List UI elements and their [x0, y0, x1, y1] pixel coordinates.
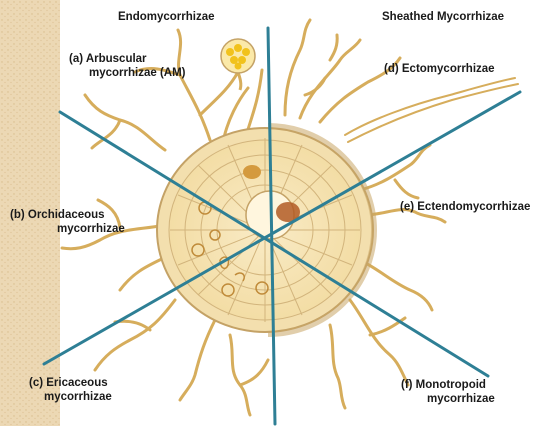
label-a-line1: (a) Arbuscular: [69, 52, 186, 66]
header-endomycorrhizae: Endomycorrhizae: [118, 10, 215, 24]
label-c-line1: (c) Ericaceous: [29, 376, 112, 390]
label-f-monotropoid: (f) Monotropoid mycorrhizae: [401, 378, 495, 406]
label-f-line2: mycorrhizae: [401, 392, 495, 406]
label-b-line1: (b) Orchidaceous: [10, 208, 125, 222]
header-sheathed-mycorrhizae: Sheathed Mycorrhizae: [382, 10, 504, 24]
label-a-line2: mycorrhizae (AM): [69, 66, 186, 80]
label-c-line2: mycorrhizae: [29, 390, 112, 404]
label-e-ectendomycorrhizae: (e) Ectendomycorrhizae: [400, 200, 530, 214]
label-f-line1: (f) Monotropoid: [401, 378, 495, 392]
label-b-line2: mycorrhizae: [10, 222, 125, 236]
label-a-arbuscular: (a) Arbuscular mycorrhizae (AM): [69, 52, 186, 80]
label-c-ericaceous: (c) Ericaceous mycorrhizae: [29, 376, 112, 404]
label-b-orchidaceous: (b) Orchidaceous mycorrhizae: [10, 208, 125, 236]
root-cross-section: [157, 126, 374, 334]
label-d-ectomycorrhizae: (d) Ectomycorrhizae: [384, 62, 495, 76]
spore-cluster: [221, 39, 255, 90]
